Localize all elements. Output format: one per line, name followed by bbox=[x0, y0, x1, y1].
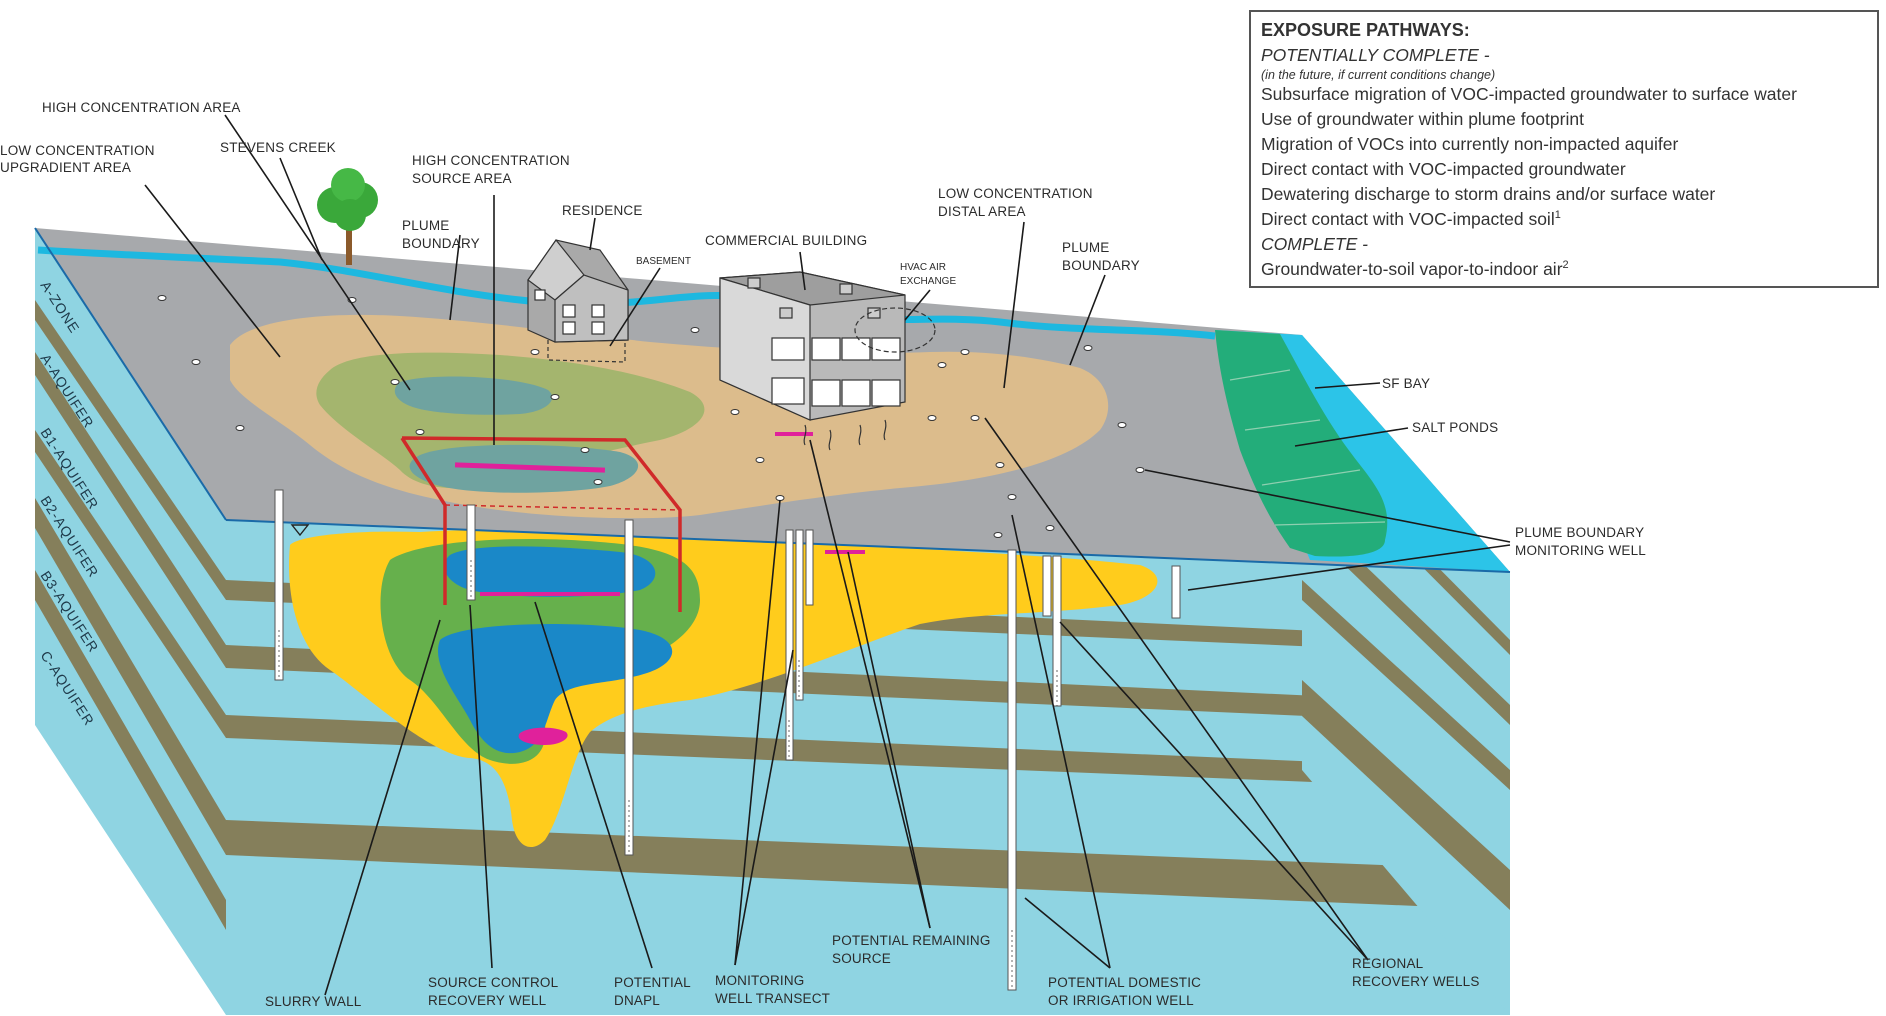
salt-ponds bbox=[1215, 330, 1388, 557]
label-low-upgradient-2: UPGRADIENT AREA bbox=[0, 160, 131, 175]
label-remaining-source-2: SOURCE bbox=[832, 951, 891, 966]
legend-heading: EXPOSURE PATHWAYS: bbox=[1261, 20, 1470, 40]
legend-footnote-2: 2 bbox=[1562, 259, 1569, 272]
label-regional-wells-1: REGIONAL bbox=[1352, 956, 1424, 971]
label-low-distal-1: LOW CONCENTRATION bbox=[938, 186, 1093, 201]
stevens-creek bbox=[37, 246, 1216, 340]
well-plume-boundary bbox=[1171, 565, 1181, 619]
legend-item-soil: Direct contact with VOC-impacted soil1 bbox=[1261, 207, 1867, 232]
label-regional-wells-2: RECOVERY WELLS bbox=[1352, 974, 1480, 989]
blue-plume-upper bbox=[444, 546, 656, 597]
legend-item: Use of groundwater within plume footprin… bbox=[1261, 109, 1584, 129]
commercial-building bbox=[719, 271, 936, 451]
diagram-labels: HIGH CONCENTRATION AREA LOW CONCENTRATIO… bbox=[0, 100, 1646, 1009]
label-source-control-1: SOURCE CONTROL bbox=[428, 975, 559, 990]
commercial-dnapl-mark bbox=[775, 432, 813, 436]
label-slurry-wall: SLURRY WALL bbox=[265, 994, 362, 1009]
label-domestic-well-2: OR IRRIGATION WELL bbox=[1048, 993, 1194, 1008]
label-commercial-building: COMMERCIAL BUILDING bbox=[705, 233, 867, 248]
tree bbox=[317, 168, 378, 265]
leader-lines bbox=[144, 114, 1511, 996]
label-plume-boundary-well-1: PLUME BOUNDARY bbox=[1515, 525, 1644, 540]
label-low-upgradient-1: LOW CONCENTRATION bbox=[0, 143, 155, 158]
clay-layer-4 bbox=[226, 820, 1510, 910]
exposure-pathways-legend: EXPOSURE PATHWAYS: POTENTIALLY COMPLETE … bbox=[1249, 10, 1879, 288]
dnapl-surface-bar bbox=[454, 462, 606, 473]
label-high-source-1: HIGH CONCENTRATION bbox=[412, 153, 570, 168]
label-high-concentration-area: HIGH CONCENTRATION AREA bbox=[42, 100, 241, 115]
surface-well-points bbox=[157, 295, 1145, 538]
label-source-control-2: RECOVERY WELL bbox=[428, 993, 547, 1008]
legend-item-complete-text: Groundwater-to-soil vapor-to-indoor air bbox=[1261, 259, 1563, 279]
label-well-transect-1: MONITORING bbox=[715, 973, 805, 988]
label-hvac-2: EXCHANGE bbox=[900, 276, 956, 287]
label-low-distal-2: DISTAL AREA bbox=[938, 204, 1026, 219]
label-high-source-2: SOURCE AREA bbox=[412, 171, 512, 186]
label-dnapl-1: POTENTIAL bbox=[614, 975, 691, 990]
legend-footnote-1: 1 bbox=[1554, 209, 1561, 222]
label-residence: RESIDENCE bbox=[562, 203, 643, 218]
label-plume-boundary-right-2: BOUNDARY bbox=[1062, 258, 1140, 273]
label-plume-boundary-left-1: PLUME bbox=[402, 218, 450, 233]
legend-potentially-complete: POTENTIALLY COMPLETE - bbox=[1261, 45, 1490, 65]
label-hvac-1: HVAC AIR bbox=[900, 262, 946, 273]
well-domestic bbox=[1007, 549, 1017, 991]
label-plume-boundary-right-1: PLUME bbox=[1062, 240, 1110, 255]
legend-item-complete: Groundwater-to-soil vapor-to-indoor air2 bbox=[1261, 257, 1867, 282]
dnapl-pool-deep bbox=[518, 727, 568, 745]
well-dnapl bbox=[624, 519, 634, 856]
well-transect-3 bbox=[805, 529, 814, 606]
legend-item: Migration of VOCs into currently non-imp… bbox=[1261, 134, 1679, 154]
plume-footprint-teal bbox=[394, 376, 553, 415]
label-well-transect-2: WELL TRANSECT bbox=[715, 991, 830, 1006]
label-domestic-well-1: POTENTIAL DOMESTIC bbox=[1048, 975, 1201, 990]
legend-complete: COMPLETE - bbox=[1261, 234, 1368, 254]
label-plume-boundary-left-2: BOUNDARY bbox=[402, 236, 480, 251]
blue-plume-lower bbox=[437, 624, 673, 754]
label-stevens-creek: STEVENS CREEK bbox=[220, 140, 336, 155]
subsurface-plume bbox=[289, 529, 1158, 848]
residence-building bbox=[527, 238, 629, 363]
label-remaining-source-1: POTENTIAL REMAINING bbox=[832, 933, 991, 948]
legend-item: Dewatering discharge to storm drains and… bbox=[1261, 184, 1716, 204]
label-plume-boundary-well-2: MONITORING WELL bbox=[1515, 543, 1646, 558]
label-salt-ponds: SALT PONDS bbox=[1412, 420, 1498, 435]
well-transect-2 bbox=[795, 529, 804, 701]
legend-item: Direct contact with VOC-impacted groundw… bbox=[1261, 159, 1626, 179]
label-sf-bay: SF BAY bbox=[1382, 376, 1430, 391]
well-transect-1 bbox=[785, 529, 794, 761]
legend-item-soil-text: Direct contact with VOC-impacted soil bbox=[1261, 209, 1555, 229]
label-basement: BASEMENT bbox=[636, 256, 691, 267]
label-dnapl-2: DNAPL bbox=[614, 993, 660, 1008]
legend-potentially-note: (in the future, if current conditions ch… bbox=[1261, 68, 1496, 82]
legend-item: Subsurface migration of VOC-impacted gro… bbox=[1261, 84, 1797, 104]
well-regional-1 bbox=[1042, 555, 1052, 617]
well-regional-2 bbox=[1052, 555, 1062, 707]
left-side-face bbox=[35, 228, 226, 1015]
